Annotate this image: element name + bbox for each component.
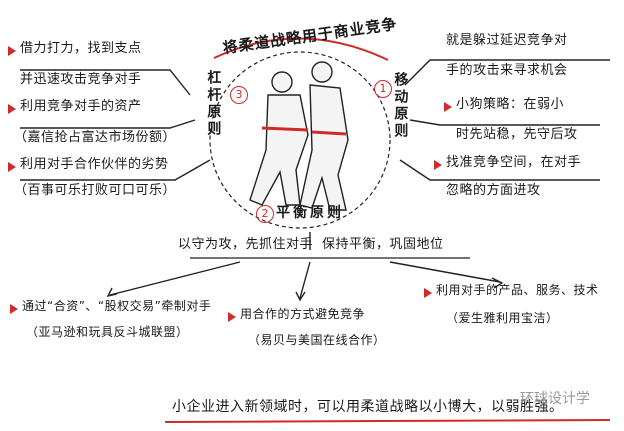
arrow-bottom-left [109, 261, 241, 296]
bullet-marker [8, 162, 16, 172]
bottom-note-mid-2: （易贝与美国在线合作） [248, 333, 386, 347]
conclusion: 小企业进入新领域时，可以用柔道战略以小博大，以弱胜强。 [172, 399, 564, 415]
right-note-3a: 找准竞争空间，在对手 [446, 155, 582, 170]
line-left-3 [20, 159, 211, 181]
title-arc [213, 37, 389, 61]
left-note-3a: 利用对手合作伙伴的劣势 [20, 157, 169, 172]
bullet-marker [228, 312, 236, 322]
left-note-1a: 借力打力，找到支点 [20, 41, 142, 56]
bottom-note-right-1: 利用对手的产品、服务、技术 [436, 283, 599, 297]
bullet-marker [444, 102, 452, 112]
line-left-2 [20, 119, 196, 129]
watermark: 环球设计学 [520, 391, 590, 407]
bottom-note-left-2: （亚马逊和玩具反斗城联盟） [26, 325, 189, 339]
center-oval [209, 51, 391, 229]
line-left-1 [20, 69, 191, 96]
principle-move: 移动原则 [392, 72, 409, 140]
principle-lever: 杠杆原则 [205, 70, 222, 138]
left-note-2a: 利用竞争对手的资产 [20, 99, 142, 114]
right-note-1a: 就是躲过延迟竞争对 [446, 33, 568, 48]
bullet-marker [434, 160, 442, 170]
principle-balance: 平衡原则 [276, 205, 344, 221]
left-note-2b: （嘉信抢占富达市场份额） [14, 130, 177, 145]
balance-note-right: 保持平衡，巩固地位 [322, 237, 444, 252]
line-right-1 [404, 59, 610, 86]
conclusion-underline [164, 419, 611, 423]
arrow-bottom-right [389, 261, 501, 283]
line-right-3 [399, 159, 600, 181]
judo-figures-illustration [249, 61, 349, 211]
left-note-3b: （百事可乐打败可口可乐） [14, 183, 177, 198]
right-note-2a: 小狗策略：在弱小 [456, 97, 565, 112]
balance-note-left: 以守为攻，先抓住对手 [178, 237, 314, 252]
bullet-marker [10, 304, 18, 314]
bullet-marker [8, 46, 16, 56]
right-note-3b: 忽略的方面进攻 [446, 183, 541, 198]
bottom-note-right-2: （爱生雅利用宝洁） [446, 311, 559, 325]
line-right-2 [409, 119, 600, 126]
bottom-note-mid-1: 用合作的方式避免竞争 [240, 307, 366, 321]
principle-number-lever: 3 [230, 86, 248, 104]
arrow-bottom-mid [299, 261, 311, 299]
bottom-note-left-1: 通过“合资”、“股权交易”牵制对手 [22, 299, 212, 313]
bullet-marker [424, 288, 432, 298]
principle-number-move: 1 [374, 80, 392, 98]
principle-number-balance: 2 [256, 205, 274, 223]
right-note-1b: 手的攻击来寻求机会 [446, 63, 568, 78]
bullet-marker [8, 104, 16, 114]
right-note-2b: 时先站稳，先守后攻 [456, 127, 578, 142]
left-note-1b: 并迅速攻击竞争对手 [20, 72, 142, 87]
